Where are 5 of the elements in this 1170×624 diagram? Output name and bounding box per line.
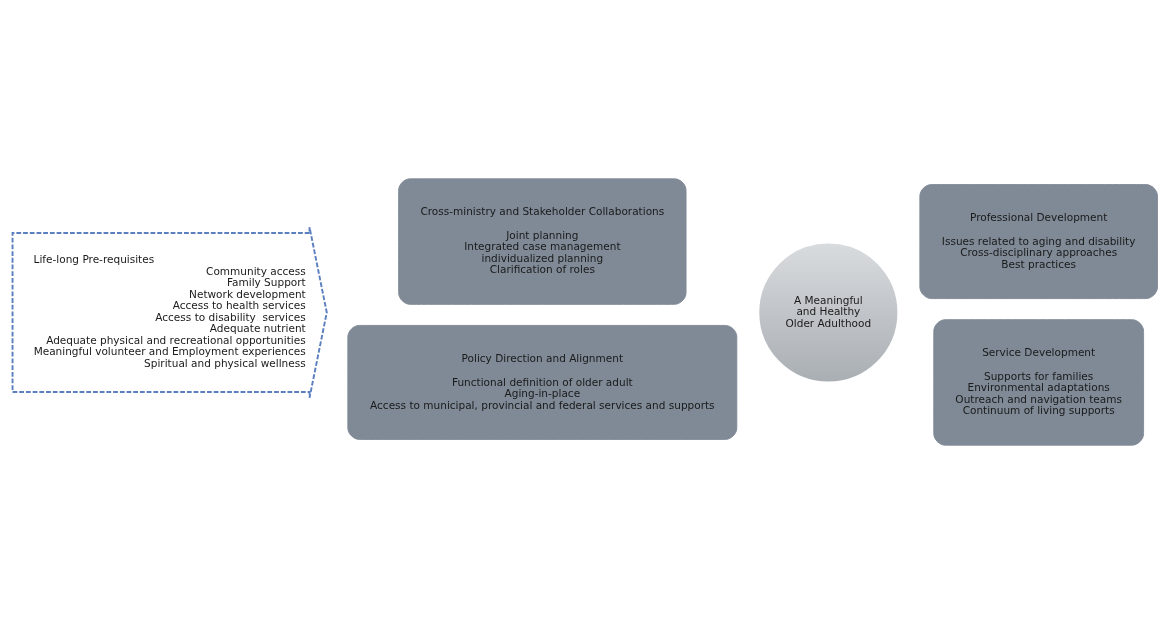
node-box: Professional Development Issues related to aging and disability Cross-disciplinary approaches Best practices xyxy=(919,184,1158,300)
node-circle: A Meaningful and Healthy Older Adulthood xyxy=(756,240,901,385)
node-box: Service Development Supports for families Environmental adaptations Outreach and navigation teams Continuum of living supports xyxy=(933,319,1145,446)
node-box: Policy Direction and Alignment Functional definition of older adult Aging-in-place Access to municipal, provincial and federal services and supports xyxy=(347,324,738,440)
node-box: Cross-ministry and Stakeholder Collaborations Joint planning Integrated case management individualized planning Clarification of roles xyxy=(398,178,687,305)
